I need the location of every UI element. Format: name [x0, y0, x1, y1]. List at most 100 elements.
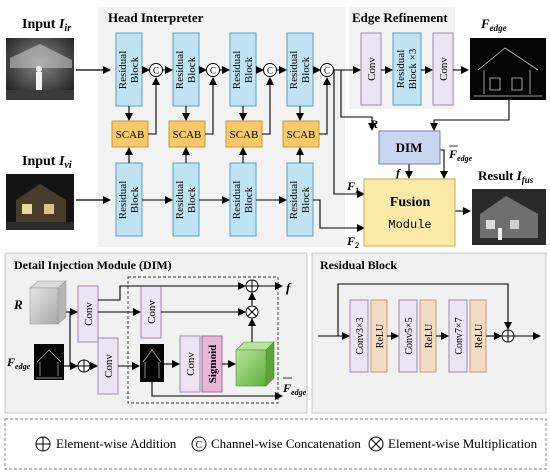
- dim-conv-attn: Conv: [179, 335, 201, 393]
- dim-connections: [64, 282, 283, 400]
- result-label: Result Ifus: [478, 168, 534, 185]
- svg-text:Fedge: Fedge: [448, 147, 473, 163]
- dim-multiply-icon: [245, 305, 259, 319]
- svg-text:Conv: Conv: [103, 354, 115, 378]
- multiply-icon: [368, 436, 384, 452]
- svg-text:Block: Block: [129, 56, 141, 83]
- svg-text:C: C: [153, 66, 159, 76]
- scab-block: SCAB: [282, 120, 320, 148]
- svg-text:Sigmoid: Sigmoid: [207, 345, 219, 384]
- scab-block: SCAB: [225, 120, 263, 148]
- svg-text:Conv: Conv: [366, 57, 378, 81]
- svg-text:Residual: Residual: [288, 51, 300, 90]
- svg-text:Block: Block: [300, 186, 312, 213]
- svg-text:SCAB: SCAB: [173, 129, 202, 141]
- dim-conv-inner: Conv: [140, 285, 162, 339]
- svg-text:DIM: DIM: [396, 140, 423, 155]
- input-ir-label: Input Iir: [22, 17, 71, 34]
- svg-text:Conv: Conv: [438, 57, 450, 81]
- dim-out-f-label: f: [286, 280, 292, 295]
- svg-text:C: C: [196, 440, 203, 451]
- residual-add-icon: [501, 329, 515, 343]
- input-vi-label: Input Ivi: [22, 154, 72, 171]
- dim-conv-r: Conv: [77, 285, 99, 343]
- svg-text:Block: Block: [186, 56, 198, 83]
- concat-icon: C: [263, 63, 277, 77]
- svg-text:C: C: [267, 66, 273, 76]
- svg-text:Conv: Conv: [83, 302, 95, 326]
- res-conv3-block: Conv3×3: [349, 299, 369, 373]
- svg-text:Residual: Residual: [117, 51, 129, 90]
- legend-concat-item: C Channel-wise Concatenation: [191, 436, 361, 452]
- svg-text:Conv3×3: Conv3×3: [355, 317, 366, 354]
- legend-concat-label: Channel-wise Concatenation: [211, 436, 361, 451]
- dim-add-icon-top: [245, 279, 259, 293]
- svg-text:Conv: Conv: [146, 300, 158, 324]
- head-interpreter-connections: [125, 66, 331, 204]
- dim-conv-fedge: Conv: [97, 337, 119, 395]
- svg-text:Residual: Residual: [117, 181, 129, 220]
- r-input-cube: [29, 280, 67, 325]
- head-interpreter-title: Head Interpreter: [108, 10, 204, 25]
- dim-edge-image: [34, 344, 64, 380]
- top-residual-block: Residual Block: [172, 32, 200, 107]
- dim-add-icon: [77, 359, 91, 373]
- legend-mult-label: Element-wise Multiplication: [388, 436, 538, 451]
- legend-box: [4, 418, 547, 470]
- top-residual-block: Residual Block: [229, 32, 257, 107]
- attention-cube: [235, 341, 275, 387]
- svg-text:Block: Block: [129, 186, 141, 213]
- top-residual-block: Residual Block: [115, 32, 143, 107]
- f1-label: F1: [346, 179, 359, 195]
- bottom-residual-block: Residual Block: [115, 162, 143, 237]
- bottom-residual-block: Residual Block: [286, 162, 314, 237]
- dim-sigmoid: Sigmoid: [201, 335, 223, 393]
- f2-label: F2: [346, 234, 359, 250]
- svg-text:SCAB: SCAB: [230, 129, 259, 141]
- f-output-label: f: [396, 166, 401, 180]
- svg-text:Fedge: Fedge: [282, 381, 307, 397]
- svg-text:Fusion: Fusion: [390, 195, 431, 210]
- dim-block: DIM: [378, 130, 441, 165]
- svg-text:SCAB: SCAB: [287, 129, 316, 141]
- res-relu1-block: ReLU: [370, 299, 388, 373]
- edge-image: [470, 38, 546, 100]
- top-residual-blocks: Residual Block Residual Block Residual B…: [115, 32, 314, 107]
- edge-refinement-connections: [313, 66, 510, 232]
- dim-panel-title: Detail Injection Module (DIM): [14, 258, 172, 272]
- dim-out-fbar-label: Fedge: [282, 377, 307, 397]
- svg-text:Block: Block: [186, 186, 198, 213]
- svg-text:Residual: Residual: [395, 50, 407, 89]
- legend-add-label: Element-wise Addition: [56, 436, 177, 451]
- edge-conv-block-1: Conv: [360, 32, 382, 106]
- dim-dashed-region: [127, 276, 279, 404]
- svg-text:Block: Block: [243, 56, 255, 83]
- bottom-residual-blocks: Residual Block Residual Block Residual B…: [115, 162, 314, 237]
- svg-text:Module: Module: [388, 218, 431, 232]
- svg-text:SCAB: SCAB: [116, 129, 145, 141]
- fusion-module: Fusion Module: [363, 178, 456, 247]
- svg-text:Conv5×5: Conv5×5: [404, 317, 415, 354]
- edge-residual-x3-block: Residual Block ×3: [392, 32, 422, 106]
- legend-add-item: Element-wise Addition: [35, 436, 177, 452]
- edge-refinement-title: Edge Refinement: [352, 10, 448, 25]
- svg-text:Residual: Residual: [288, 181, 300, 220]
- svg-text:C: C: [324, 66, 330, 76]
- dim-r-label: R: [13, 297, 23, 312]
- svg-text:Block: Block: [300, 56, 312, 83]
- svg-text:Block: Block: [243, 186, 255, 213]
- f-edge-bar-label: Fedge: [448, 145, 473, 163]
- svg-text:Residual: Residual: [231, 51, 243, 90]
- svg-text:ReLU: ReLU: [375, 323, 386, 348]
- f-edge-label: Fedge: [480, 16, 507, 33]
- concat-icon: C: [149, 63, 163, 77]
- svg-text:Conv7×7: Conv7×7: [454, 317, 465, 354]
- r-label: R: [369, 117, 378, 131]
- svg-text:ReLU: ReLU: [474, 323, 485, 348]
- scab-blocks: SCAB SCAB SCAB SCAB: [111, 120, 320, 148]
- bottom-residual-block: Residual Block: [229, 162, 257, 237]
- legend-mult-item: Element-wise Multiplication: [368, 436, 538, 452]
- residual-connections: [318, 283, 541, 340]
- svg-text:Conv: Conv: [185, 352, 197, 376]
